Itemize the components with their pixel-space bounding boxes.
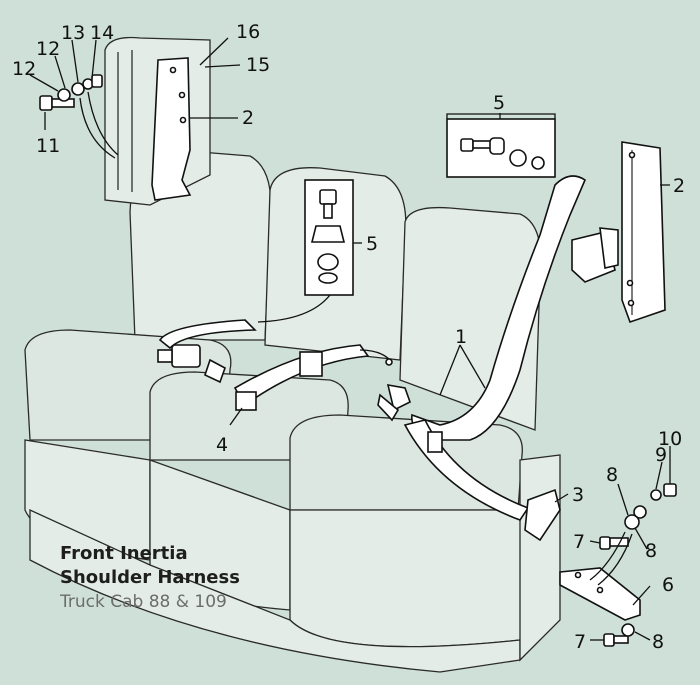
callout-14: 14 [90,22,114,44]
callout-3: 3 [572,484,584,506]
lap-strap-right [377,384,561,542]
callout-11: 11 [36,135,60,157]
callout-2b: 2 [673,175,685,197]
callout-8a: 8 [606,464,618,486]
left-mount-bracket [104,36,211,206]
callout-12b: 12 [36,38,60,60]
leader-lines [29,37,671,641]
callout-10: 10 [658,428,682,450]
fixing-kit-box-top [446,118,556,178]
callout-12a: 12 [12,58,36,80]
callout-5a: 5 [493,92,505,114]
callout-9: 9 [655,444,667,466]
caption-line-2: Shoulder Harness [60,567,240,588]
lower-mount-bracket [559,567,641,621]
callout-2a: 2 [242,107,254,129]
callout-15: 15 [246,54,270,76]
lower-bolt-hardware [589,483,677,647]
bench-seat [24,151,561,673]
callout-labels: 12 12 13 14 16 15 11 2 5 2 5 1 4 3 8 9 1… [12,21,685,653]
callout-7b: 7 [574,631,586,653]
callout-16: 16 [236,21,260,43]
caption-line-3: Truck Cab 88 & 109 [60,592,227,612]
callout-13: 13 [61,22,85,44]
right-mount-bracket [621,141,666,324]
diagram-caption: Front Inertia Shoulder Harness Truck Cab… [60,542,240,614]
caption-line-1: Front Inertia [60,543,188,564]
callout-8c: 8 [652,631,664,653]
callout-7a: 7 [573,531,585,553]
callout-4: 4 [216,434,228,456]
callout-8b: 8 [645,540,657,562]
shoulder-strap [411,175,619,441]
bolt-assembly-left [39,74,119,159]
callout-1: 1 [455,326,467,348]
fixing-kit-box-middle [304,179,354,296]
callout-6: 6 [662,574,674,596]
callout-5b: 5 [366,233,378,255]
buckle-strap-left [157,319,393,411]
